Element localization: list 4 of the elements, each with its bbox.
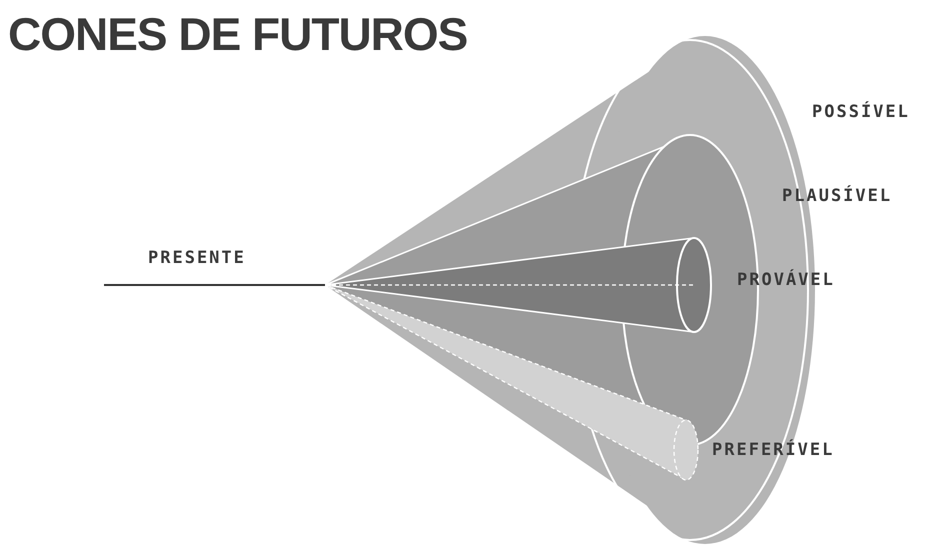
time-label: PRESENTE xyxy=(148,248,246,268)
title: CONES DE FUTUROS xyxy=(8,8,468,60)
cone-label: PLAUSÍVEL xyxy=(782,186,892,206)
cone-label: POSSÍVEL xyxy=(812,102,910,122)
